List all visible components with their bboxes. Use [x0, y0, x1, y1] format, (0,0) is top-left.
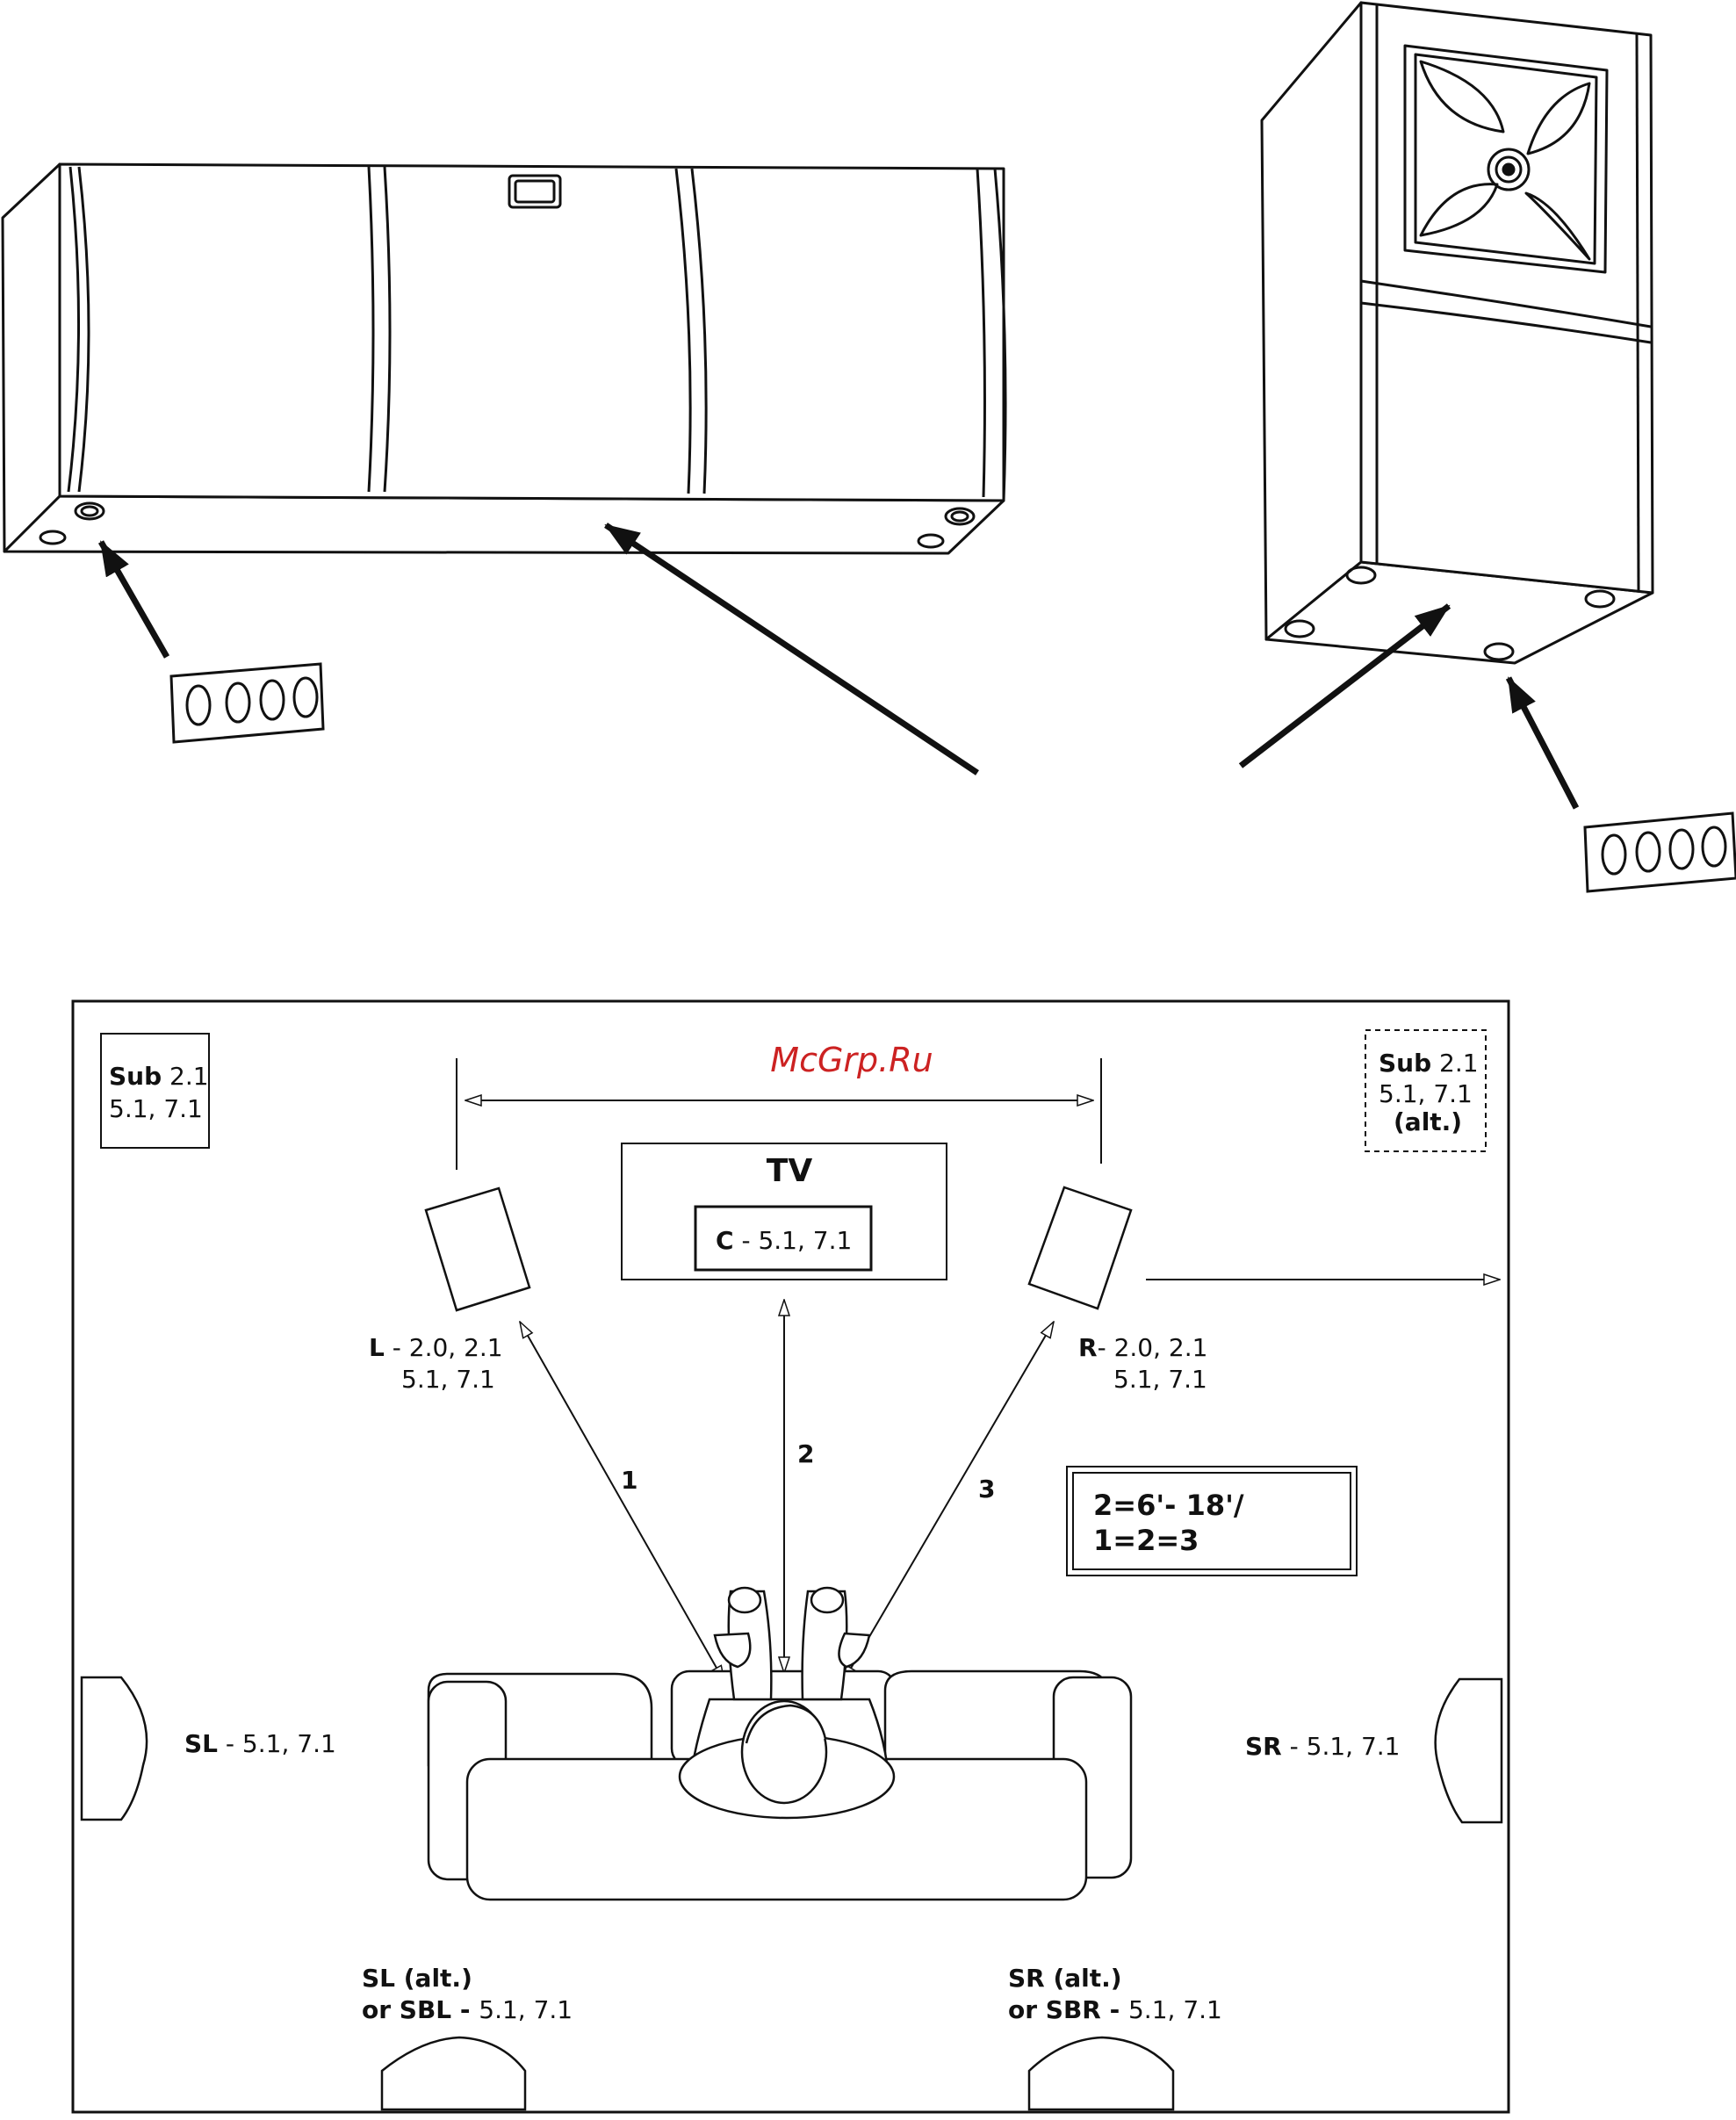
- rubber-feet-card-right: [1585, 813, 1736, 891]
- watermark: McGrp.Ru: [770, 1041, 933, 1079]
- sub-right-l1: 2.1: [1431, 1049, 1478, 1078]
- distance-arrow-3: [843, 1322, 1054, 1682]
- surround-right-speaker: [1436, 1679, 1502, 1822]
- svg-text:C - 5.1, 7.1: C - 5.1, 7.1: [716, 1226, 852, 1255]
- distance-arrow-1: [520, 1322, 724, 1682]
- sub-right-l3: (alt.): [1394, 1107, 1462, 1136]
- distance-label-1: 1: [621, 1466, 637, 1495]
- surround-left-speaker: [82, 1677, 147, 1820]
- svg-text:Sub 2.1: Sub 2.1: [1379, 1049, 1479, 1078]
- sl-name: SL: [184, 1729, 218, 1758]
- left-l2: 5.1, 7.1: [401, 1365, 495, 1394]
- sl-alt-l1: SL (alt.): [362, 1964, 472, 1993]
- sr-alt-l2: 5.1, 7.1: [1128, 1995, 1222, 2024]
- tv: TV C - 5.1, 7.1: [622, 1143, 947, 1280]
- front-right-speaker: [1029, 1187, 1131, 1309]
- sr-alt-l1: SR (alt.): [1008, 1964, 1122, 1993]
- rule-line2: 1=2=3: [1093, 1524, 1199, 1557]
- tv-label: TV: [767, 1153, 813, 1189]
- distance-rule-box: 2=6'- 18'/ 1=2=3: [1067, 1467, 1357, 1576]
- sr-alt-l2b: or SBR -: [1008, 1995, 1128, 2024]
- sr-suffix: - 5.1, 7.1: [1282, 1732, 1401, 1761]
- front-left-speaker: [426, 1188, 529, 1310]
- center-suffix: - 5.1, 7.1: [734, 1226, 853, 1255]
- distance-label-3: 3: [978, 1475, 995, 1503]
- sub-left-box: Sub 2.1 5.1, 7.1: [101, 1034, 209, 1148]
- bookshelf-speaker-illustration: [1262, 3, 1653, 663]
- right-l2: 5.1, 7.1: [1113, 1365, 1207, 1394]
- left-l1: - 2.0, 2.1: [385, 1333, 503, 1362]
- sub-left-name: Sub: [109, 1062, 162, 1091]
- svg-text:or SBL - 5.1, 7.1: or SBL - 5.1, 7.1: [362, 1995, 573, 2024]
- sub-right-l2: 5.1, 7.1: [1379, 1079, 1473, 1108]
- center-name: C: [716, 1226, 734, 1255]
- sl-alt-l2b: or SBL -: [362, 1995, 479, 2024]
- sub-right-name: Sub: [1379, 1049, 1431, 1078]
- sl-alt-l2: 5.1, 7.1: [479, 1995, 573, 2024]
- svg-text:L - 2.0, 2.1: L - 2.0, 2.1: [369, 1333, 503, 1362]
- sub-left-l2: 5.1, 7.1: [109, 1094, 203, 1123]
- sub-right-alt-box: Sub 2.1 5.1, 7.1 (alt.): [1365, 1030, 1486, 1151]
- surround-back-left-speaker: [382, 2037, 525, 2109]
- sr-name: SR: [1245, 1732, 1282, 1761]
- svg-text:SR - 5.1, 7.1: SR - 5.1, 7.1: [1245, 1732, 1401, 1761]
- svg-text:or SBR - 5.1, 7.1: or SBR - 5.1, 7.1: [1008, 1995, 1222, 2024]
- svg-text:SL - 5.1, 7.1: SL - 5.1, 7.1: [184, 1729, 336, 1758]
- pointer-arrow-bottom-center: [606, 525, 977, 773]
- pointer-arrow-feet-center: [101, 542, 167, 657]
- sl-suffix: - 5.1, 7.1: [218, 1729, 336, 1758]
- right-l1: - 2.0, 2.1: [1098, 1333, 1208, 1362]
- sub-left-l1: 2.1: [162, 1062, 208, 1091]
- left-name: L: [369, 1333, 385, 1362]
- seated-person: [680, 1588, 894, 1818]
- svg-text:R- 2.0, 2.1: R- 2.0, 2.1: [1078, 1333, 1207, 1362]
- center-speaker-illustration: [3, 164, 1005, 553]
- rule-line1: 2=6'- 18'/: [1093, 1489, 1244, 1522]
- rubber-feet-card-left: [171, 664, 323, 742]
- pointer-arrow-feet-bookshelf: [1509, 678, 1576, 808]
- right-name: R: [1078, 1333, 1098, 1362]
- distance-label-2: 2: [797, 1439, 814, 1468]
- surround-back-right-speaker: [1029, 2037, 1173, 2109]
- svg-text:Sub 2.1: Sub 2.1: [109, 1062, 209, 1091]
